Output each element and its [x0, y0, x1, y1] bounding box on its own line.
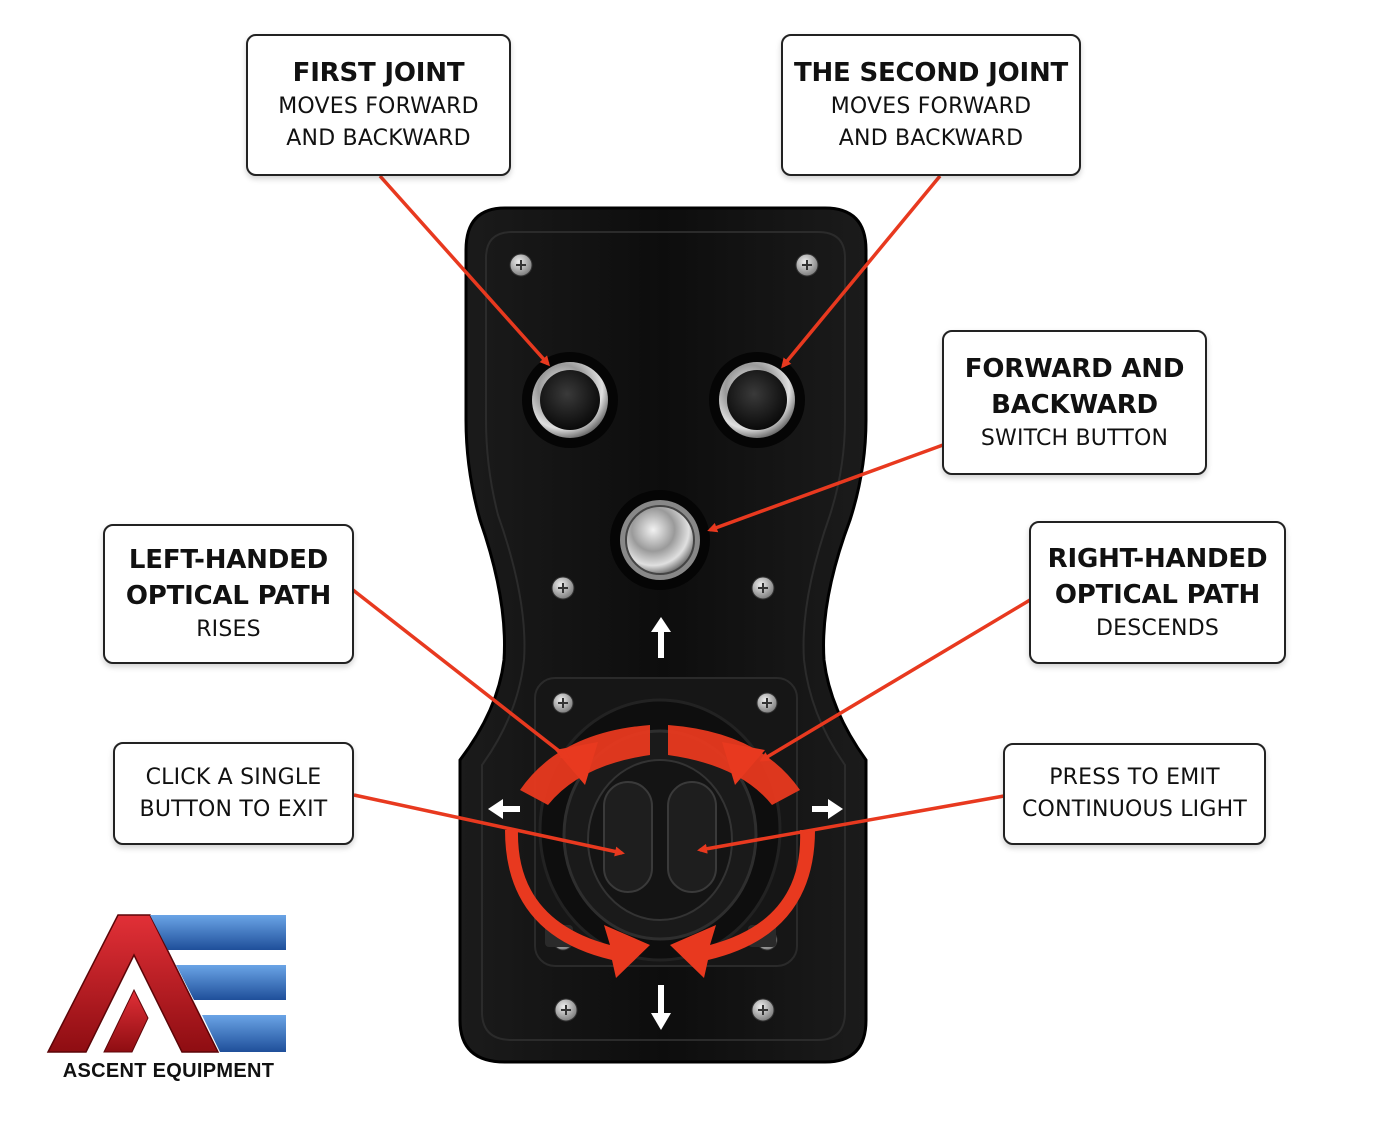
left-path-leader	[351, 588, 571, 760]
right-path-leader	[759, 598, 1031, 762]
callout-title: BACKWARD	[991, 389, 1158, 420]
screw	[795, 253, 819, 277]
screw	[509, 253, 533, 277]
callout-text: RISES	[196, 617, 261, 642]
joystick[interactable]	[538, 698, 782, 962]
callout-title: FORWARD AND	[964, 353, 1185, 384]
callout-text: SWITCH BUTTON	[980, 425, 1169, 451]
arrow-down-icon	[651, 985, 671, 1030]
screw	[554, 998, 578, 1022]
callout-text: MOVES FORWARD	[278, 94, 479, 119]
emit-callout: PRESS TO EMIT CONTINUOUS LIGHT	[1003, 743, 1266, 845]
callout-title: RIGHT-HANDED	[1047, 543, 1268, 574]
emit-leader	[697, 794, 1005, 854]
first-joint-button[interactable]	[522, 352, 618, 448]
callout-text: BUTTON TO EXIT	[139, 796, 328, 822]
callout-title: OPTICAL PATH	[125, 581, 332, 611]
right-path-callout: RIGHT-HANDED OPTICAL PATH DESCENDS	[1029, 521, 1286, 664]
leader-lines	[351, 174, 1031, 857]
ascent-equipment-logo	[46, 914, 286, 1053]
exit-callout: CLICK A SINGLE BUTTON TO EXIT	[113, 742, 354, 845]
switch-callout: FORWARD AND BACKWARD SWITCH BUTTON	[942, 330, 1207, 475]
screw	[751, 998, 775, 1022]
callout-title: OPTICAL PATH	[1054, 579, 1261, 610]
left-path-callout: LEFT-HANDED OPTICAL PATH RISES	[103, 524, 354, 664]
switch-button[interactable]	[610, 490, 710, 590]
callout-title: LEFT-HANDED	[128, 545, 329, 575]
screw	[551, 576, 575, 600]
screw	[552, 692, 574, 714]
left-pad[interactable]	[603, 781, 653, 893]
callout-title: THE SECOND JOINT	[793, 58, 1069, 88]
callout-text: CONTINUOUS LIGHT	[1022, 797, 1247, 822]
arrow-up-icon	[651, 617, 671, 658]
right-pad[interactable]	[667, 781, 717, 893]
arrow-right-icon	[812, 799, 843, 819]
second-joint-callout: THE SECOND JOINT MOVES FORWARD AND BACKW…	[781, 34, 1081, 176]
arrow-left-icon	[488, 799, 520, 819]
callout-text: AND BACKWARD	[286, 126, 471, 151]
callout-text: MOVES FORWARD	[830, 94, 1032, 119]
switch-leader	[707, 443, 944, 533]
callout-text: DESCENDS	[1095, 615, 1220, 641]
brand-name: ASCENT EQUIPMENT	[62, 1060, 275, 1082]
callout-text: AND BACKWARD	[838, 126, 1024, 151]
screw	[756, 692, 778, 714]
callout-text: CLICK A SINGLE	[145, 764, 322, 790]
first-joint-leader	[378, 174, 550, 367]
first-joint-callout: FIRST JOINT MOVES FORWARD AND BACKWARD	[246, 34, 511, 176]
second-joint-leader	[781, 174, 942, 369]
exit-leader	[353, 793, 625, 857]
callout-title: FIRST JOINT	[292, 58, 465, 88]
callout-text: PRESS TO EMIT	[1049, 765, 1220, 790]
second-joint-button[interactable]	[709, 352, 805, 448]
screw	[751, 576, 775, 600]
